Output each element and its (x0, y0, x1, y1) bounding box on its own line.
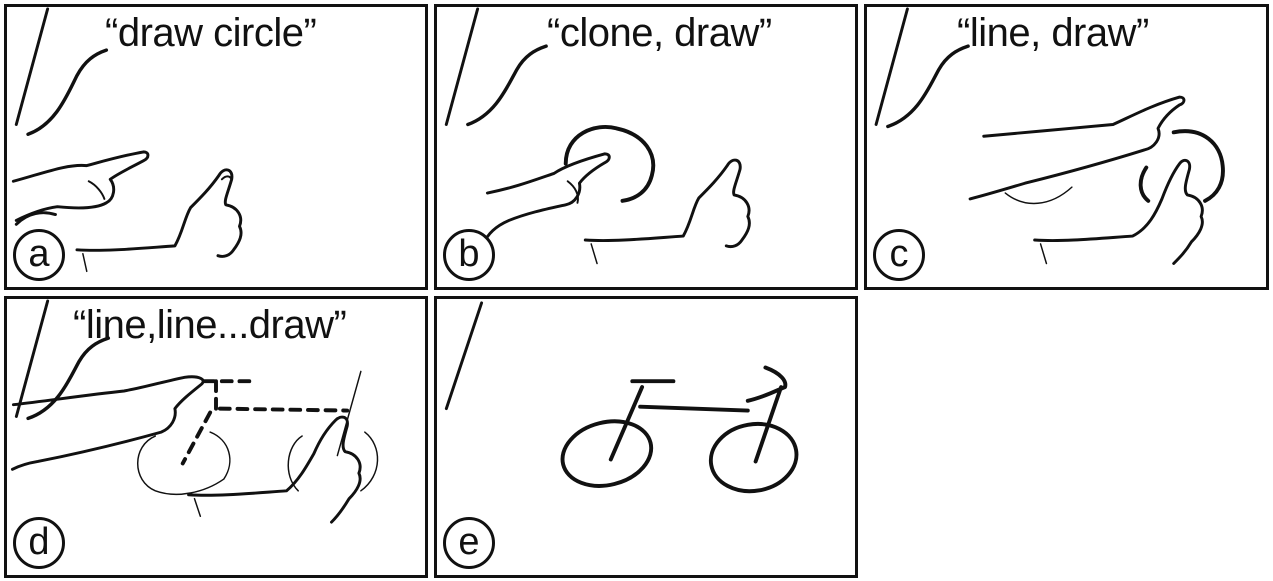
faint-arc-far-right (361, 432, 378, 491)
wrist-line (1041, 244, 1047, 264)
panel-a: “draw circle” a (4, 4, 428, 290)
drawn-circle-arc-left (1141, 168, 1149, 201)
panel-label-e: e (443, 517, 495, 569)
bicycle-top-tube (640, 407, 748, 411)
arm-curve (16, 213, 55, 225)
caption-b: “clone, draw” (547, 11, 772, 56)
guide-line (337, 371, 360, 455)
bicycle-seat-tube (611, 387, 642, 459)
wrist-line (591, 244, 597, 264)
pointing-arm (970, 97, 1184, 199)
pointing-arm (12, 377, 203, 470)
panel-b: “clone, draw” b (434, 4, 858, 290)
pointing-hand-left (13, 152, 148, 221)
wrist-line (194, 499, 200, 517)
panel-c: “line, draw” c (864, 4, 1269, 290)
hand-detail (89, 181, 105, 199)
panel-e: e (434, 296, 858, 578)
thumbs-up-hand (1035, 160, 1203, 263)
cord-curve (888, 46, 968, 126)
thumbs-up-hand (189, 417, 361, 522)
thumbs-up-hand (585, 160, 749, 247)
thumbnail (222, 176, 232, 179)
cord-curve (28, 338, 108, 418)
pointing-hand (483, 154, 609, 244)
shadow-curve (1005, 187, 1072, 203)
panel-label-b: b (443, 229, 495, 281)
board-edge-line (16, 9, 47, 125)
cord-curve (28, 50, 106, 134)
bicycle-drawing (556, 368, 802, 498)
board-edge-line (876, 9, 907, 125)
panel-e-sketch (437, 299, 855, 575)
caption-a: “draw circle” (105, 11, 316, 56)
drawn-circle-arc (1174, 131, 1223, 201)
bicycle-front-wheel (705, 417, 801, 497)
board-edge-line (446, 9, 477, 125)
board-edge-line (446, 303, 481, 409)
dashed-line-diagonal (183, 413, 210, 464)
panel-label-a: a (13, 229, 65, 281)
panel-label-c: c (873, 229, 925, 281)
thumbs-up-hand (77, 170, 241, 257)
caption-c: “line, draw” (957, 11, 1149, 56)
dashed-line-horizontal (220, 409, 347, 411)
cord-curve (468, 46, 546, 124)
panel-d: “line,line...draw” d (4, 296, 428, 578)
bicycle-rear-wheel (556, 412, 659, 495)
panel-label-d: d (13, 517, 65, 569)
board-edge-line (16, 301, 47, 416)
caption-d: “line,line...draw” (73, 303, 346, 348)
wrist-line (83, 254, 87, 272)
